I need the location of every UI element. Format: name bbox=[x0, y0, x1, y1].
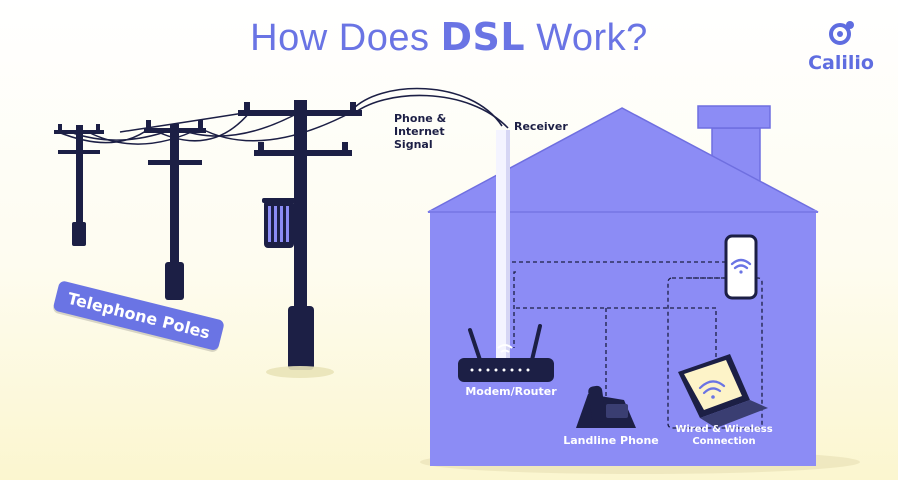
desk-phone-icon bbox=[576, 385, 636, 428]
transformer-icon bbox=[262, 198, 296, 248]
signal-label-line3: Signal bbox=[394, 138, 433, 151]
connection-label-line1: Wired & Wireless bbox=[675, 424, 773, 435]
receiver-label: Receiver bbox=[514, 120, 568, 133]
receiver-mast-shade bbox=[506, 130, 510, 376]
signal-label-line2: Internet bbox=[394, 125, 445, 138]
overhead-cable bbox=[351, 87, 509, 129]
calilio-logo-icon bbox=[829, 21, 854, 45]
connection-label-line2: Connection bbox=[692, 436, 756, 447]
modem-router-label: Modem/Router bbox=[465, 385, 557, 398]
wifi-icon bbox=[730, 258, 752, 274]
dashed-connections bbox=[512, 261, 763, 429]
telephone-pole-3 bbox=[238, 100, 362, 370]
laptop-icon bbox=[678, 354, 768, 428]
chimney-cap bbox=[697, 105, 771, 129]
telephone-pole-1 bbox=[54, 124, 104, 246]
title-highlight: DSL bbox=[440, 15, 526, 59]
connection-label: Wired & Wireless Connection bbox=[664, 424, 784, 448]
title-prefix: How Does bbox=[250, 17, 441, 59]
signal-label: Phone & Internet Signal bbox=[394, 112, 446, 151]
landline-phone-label: Landline Phone bbox=[563, 434, 659, 447]
pole-3-shadow bbox=[266, 366, 334, 378]
signal-label-line1: Phone & bbox=[394, 112, 447, 125]
mobile-phone-icon bbox=[724, 234, 758, 300]
telephone-pole-2 bbox=[144, 120, 206, 300]
router-icon bbox=[458, 324, 554, 382]
page-title: How Does DSL Work? bbox=[0, 14, 898, 61]
brand-logo: Calilio bbox=[796, 20, 886, 74]
brand-name: Calilio bbox=[808, 52, 874, 74]
title-suffix: Work? bbox=[525, 17, 648, 59]
